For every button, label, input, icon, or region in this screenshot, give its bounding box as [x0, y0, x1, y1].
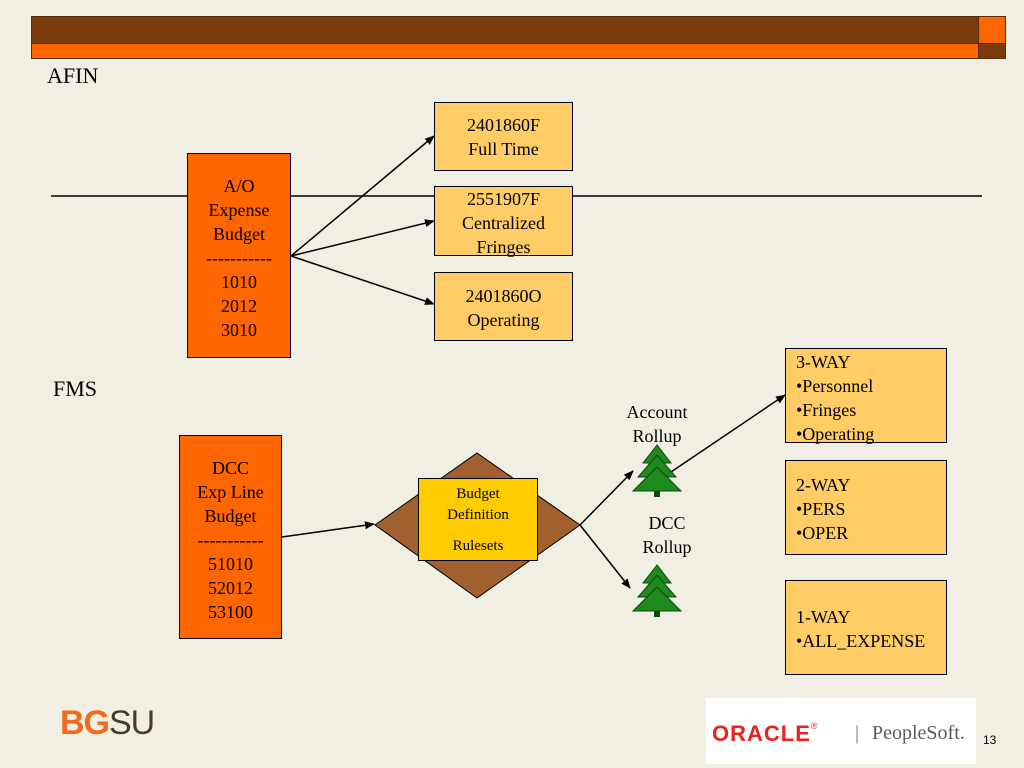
one-way-box: 1-WAY •ALL_EXPENSE — [785, 580, 947, 675]
tree-icon — [631, 564, 683, 617]
afin-target-operating: 2401860O Operating — [434, 272, 573, 341]
logo-su: SU — [109, 704, 155, 742]
box-line: A/O — [223, 176, 255, 196]
box-line: 2401860F — [466, 115, 540, 135]
box-line: 2-WAY — [796, 475, 851, 495]
box-line: 2012 — [221, 296, 257, 316]
two-way-box: 2-WAY •PERS •OPER — [785, 460, 947, 555]
box-line: Full Time — [468, 139, 539, 159]
box-line: Centralized — [462, 213, 545, 233]
box-line: •Personnel — [796, 376, 874, 396]
box-line: ----------- — [197, 530, 264, 550]
arrow-to-fulltime — [290, 135, 435, 257]
budget-definition-rulesets-box: Budget Definition Rulesets — [418, 478, 538, 561]
box-line — [419, 526, 537, 536]
registered-mark: ® — [810, 721, 818, 731]
label-line: Rollup — [642, 537, 692, 557]
box-line: Definition — [447, 507, 509, 523]
box-line: •OPER — [796, 523, 849, 543]
account-rollup-label: Account Rollup — [612, 400, 702, 448]
oracle-peoplesoft-logo — [706, 698, 976, 764]
box-line: Rulesets — [452, 538, 504, 554]
box-line: Budget — [213, 224, 265, 244]
label-line: Account — [626, 402, 688, 422]
oracle-logo: ORACLE® — [712, 721, 818, 747]
afin-target-fringes: 2551907F Centralized Fringes — [434, 186, 573, 257]
box-line: Operating — [467, 310, 540, 330]
arrow-to-account-rollup — [579, 470, 634, 526]
box-line: ----------- — [206, 248, 272, 268]
bgsu-logo: BGSU — [60, 704, 155, 743]
box-line: 53100 — [208, 602, 253, 622]
arrow-to-diamond — [281, 521, 375, 538]
oracle-wordmark: ORACLE — [712, 721, 811, 746]
box-line: Budget — [456, 486, 500, 502]
arrow-to-dcc-rollup — [579, 524, 631, 589]
box-line: 2551907F — [466, 189, 540, 209]
box-line: •Fringes — [796, 400, 857, 420]
box-line: 51010 — [208, 554, 253, 574]
arrow-to-operating — [290, 255, 435, 305]
logo-separator: | — [855, 722, 860, 744]
box-line: 1010 — [221, 272, 257, 292]
logo-bg: BG — [60, 704, 110, 742]
afin-target-fulltime: 2401860F Full Time — [434, 102, 573, 171]
peoplesoft-wordmark: PeopleSoft. — [872, 722, 965, 744]
fms-label: FMS — [53, 376, 98, 401]
box-line: 52012 — [208, 578, 253, 598]
three-way-box: 3-WAY •Personnel •Fringes •Operating — [785, 348, 947, 444]
tree-icon — [631, 444, 683, 497]
box-line: •ALL_EXPENSE — [796, 631, 926, 651]
box-line: Exp Line — [197, 482, 264, 502]
box-line: Expense — [208, 200, 270, 220]
header-square-dark — [978, 43, 1006, 59]
box-line: Fringes — [476, 237, 531, 257]
arrow-to-3way — [667, 394, 786, 475]
box-line: Budget — [204, 506, 257, 526]
arrow-to-fringes — [290, 219, 435, 257]
box-line: •PERS — [796, 499, 846, 519]
box-line: •Operating — [796, 424, 875, 444]
label-line: Rollup — [632, 426, 682, 446]
box-line: 3010 — [221, 320, 257, 340]
afin-label: AFIN — [47, 63, 99, 88]
box-line: 2401860O — [465, 286, 542, 306]
afin-expense-budget-box: A/O Expense Budget ----------- 1010 2012… — [187, 153, 291, 358]
dcc-rollup-label: DCC Rollup — [622, 511, 712, 559]
box-line: DCC — [211, 458, 249, 478]
header-square-orange — [978, 16, 1006, 44]
box-line: 1-WAY — [796, 607, 851, 627]
page-number: 13 — [983, 733, 997, 747]
fms-exp-line-budget-box: DCC Exp Line Budget ----------- 51010 52… — [179, 435, 282, 639]
box-line: 3-WAY — [796, 352, 851, 372]
label-line: DCC — [648, 513, 686, 533]
